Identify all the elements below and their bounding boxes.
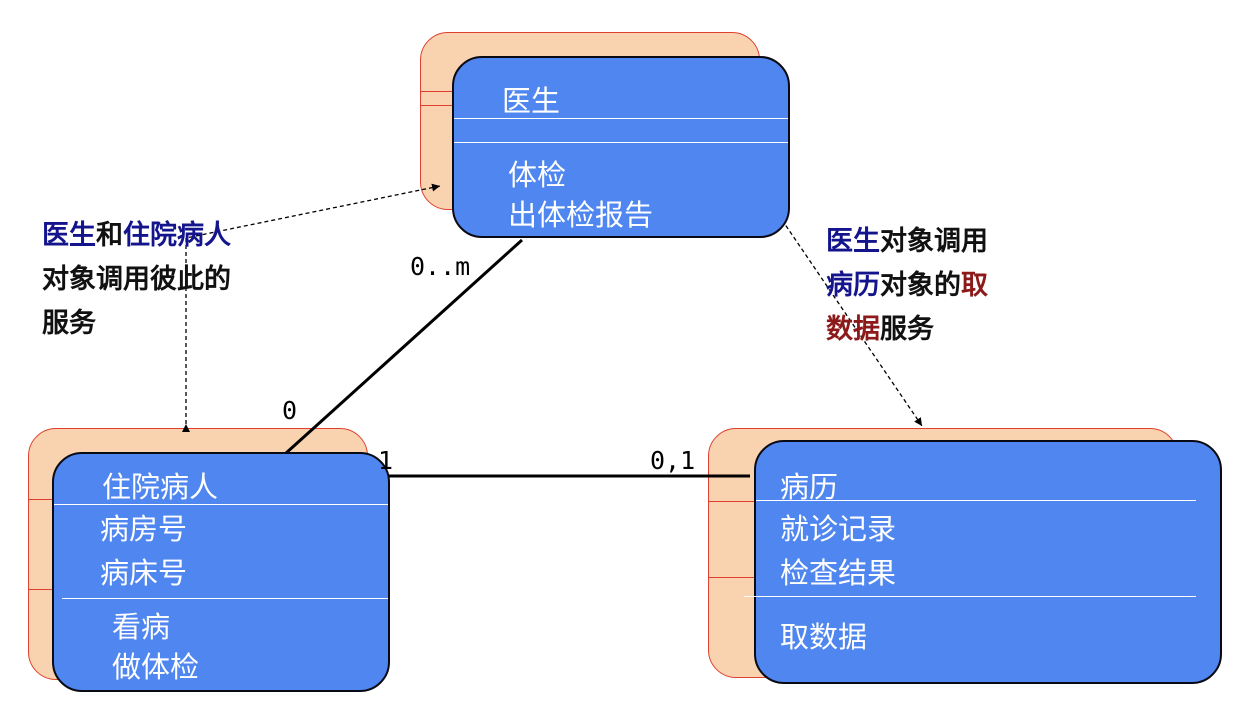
note-doctor-calls-record: 医生对象调用 病历对象的取 数据服务	[826, 220, 988, 352]
message-link-doctor-patient	[182, 183, 441, 432]
record-class-name: 病历	[780, 470, 839, 504]
doctor-service: 出体检报告	[508, 198, 654, 232]
note-line: 服务	[42, 308, 96, 339]
record-name-divider	[756, 500, 1196, 501]
patient-attribute: 病床号	[100, 556, 188, 590]
multiplicity-patient-doctor-end: 0	[282, 396, 298, 425]
doctor-service: 体检	[508, 158, 567, 192]
patient-class-name: 住院病人	[102, 470, 219, 504]
note-mutual-service-calls: 医生和住院病人 对象调用彼此的 服务	[42, 214, 231, 346]
note-term-record: 病历	[826, 270, 880, 301]
record-attribute: 检查结果	[780, 556, 897, 590]
multiplicity-record-end: 0,1	[650, 446, 696, 475]
note-line: 对象调用彼此的	[42, 264, 231, 295]
record-attribute: 就诊记录	[780, 512, 897, 546]
note-text: 服务	[880, 314, 934, 345]
multiplicity-doctor-end: 0..m	[410, 252, 471, 281]
patient-service: 看病	[112, 610, 171, 644]
note-term-data: 数据	[826, 314, 880, 345]
doctor-name-divider	[454, 118, 788, 119]
patient-service: 做体检	[112, 650, 200, 684]
note-text: 对象调用	[880, 226, 988, 257]
patient-attribute: 病房号	[100, 512, 188, 546]
doctor-attr-divider	[454, 142, 788, 143]
note-line: 医生和住院病人	[42, 214, 231, 258]
doctor-class[interactable]: 医生 体检 出体检报告	[452, 56, 790, 238]
patient-class[interactable]: 住院病人 病房号 病床号 看病 做体检	[52, 452, 390, 692]
multiplicity-patient-record-end: 1	[378, 446, 394, 475]
message-link-doctor-record	[777, 213, 923, 427]
record-service: 取数据	[780, 620, 868, 654]
note-line: 病历对象的取	[826, 264, 988, 308]
note-text: 和	[96, 220, 123, 251]
note-term-doctor: 医生	[826, 226, 880, 257]
note-term-fetch: 取	[961, 270, 988, 301]
record-class[interactable]: 病历 就诊记录 检查结果 取数据	[744, 440, 1222, 684]
note-term-patient: 住院病人	[123, 220, 231, 251]
patient-attr-divider	[62, 598, 388, 599]
doctor-class-name: 医生	[502, 84, 561, 118]
note-line: 数据服务	[826, 308, 988, 352]
association-doctor-patient	[283, 238, 524, 456]
note-text: 对象的	[880, 270, 961, 301]
note-term-doctor: 医生	[42, 220, 96, 251]
record-attr-divider	[744, 596, 1196, 597]
patient-name-divider	[54, 504, 388, 505]
note-line: 医生对象调用	[826, 220, 988, 264]
